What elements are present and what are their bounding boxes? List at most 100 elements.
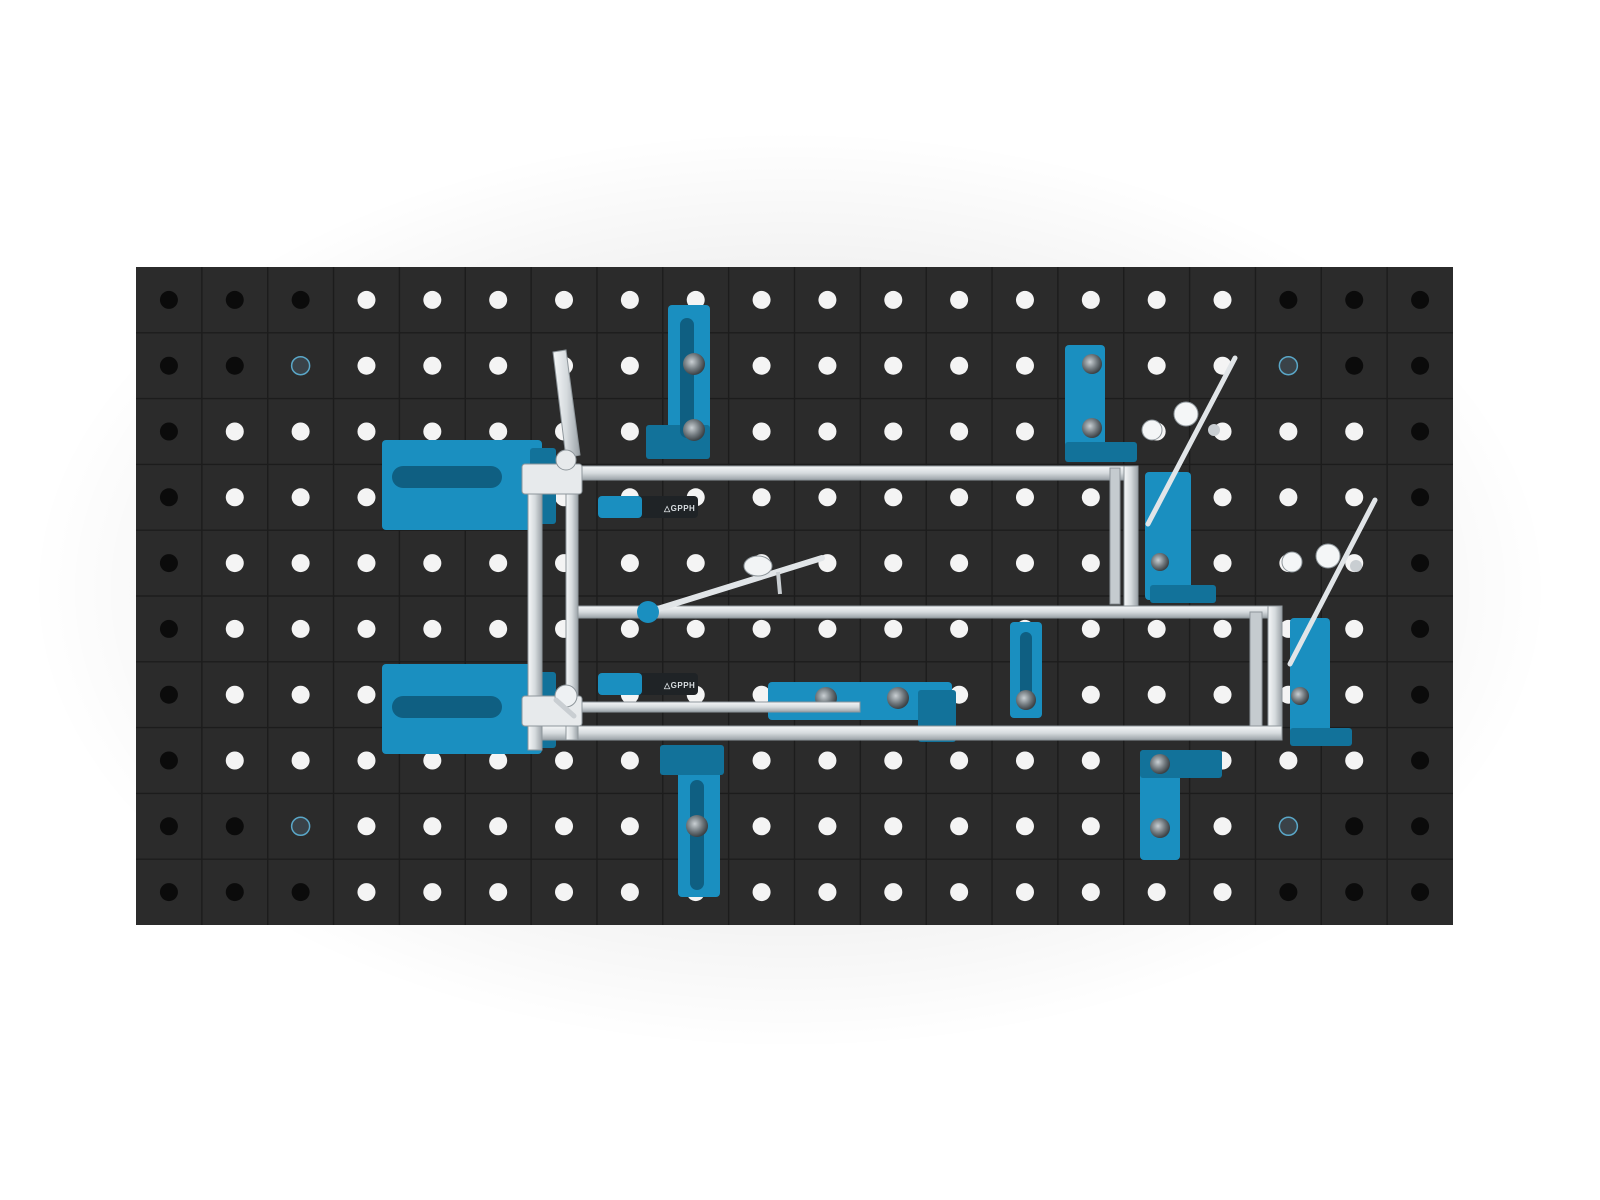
toggle-clamp-handle — [552, 349, 581, 471]
table-hole — [1345, 488, 1364, 507]
table-hole — [555, 290, 574, 309]
table-hole — [423, 422, 442, 441]
table-hole — [752, 817, 771, 836]
table-hole — [357, 356, 376, 375]
table-hole — [489, 356, 508, 375]
table-hole — [884, 751, 903, 770]
clamp-brand-label: △GPPH — [663, 504, 695, 513]
table-hole — [1081, 554, 1100, 573]
table-hole — [1147, 290, 1166, 309]
screw-clamp-icon — [1281, 497, 1378, 667]
table-hole — [1015, 290, 1034, 309]
table-hole — [752, 290, 771, 309]
table-logo-icon — [1278, 816, 1299, 837]
table-hole-dark — [1411, 422, 1430, 441]
table-hole — [1081, 817, 1100, 836]
table-grid — [136, 267, 1453, 925]
table-hole — [225, 554, 244, 573]
table-hole — [357, 554, 376, 573]
table-logo-icon — [290, 355, 311, 376]
toggle-clamp-icon: △GPPH — [598, 673, 698, 695]
table-hole — [489, 883, 508, 902]
table-hole — [884, 290, 903, 309]
table-hole — [1081, 619, 1100, 638]
table-hole — [489, 619, 508, 638]
angle-stop-icon — [660, 745, 724, 897]
table-hole — [884, 488, 903, 507]
roller-icon — [1082, 354, 1102, 374]
table-hole — [423, 356, 442, 375]
table-hole — [620, 290, 639, 309]
table-hole — [818, 883, 837, 902]
table-hole — [950, 488, 969, 507]
screw-clamp-icon — [637, 555, 825, 623]
table-hole — [291, 619, 310, 638]
clamp-brand-label: △GPPH — [663, 681, 695, 690]
toggle-clamp-icon: △GPPH — [598, 496, 698, 518]
table-hole-dark — [159, 619, 178, 638]
table-hole — [1147, 883, 1166, 902]
roller-icon — [683, 353, 705, 375]
table-hole — [489, 817, 508, 836]
table-hole — [357, 619, 376, 638]
table-hole — [752, 685, 771, 704]
table-hole-dark — [159, 356, 178, 375]
table-hole — [1081, 685, 1100, 704]
table-hole — [884, 619, 903, 638]
table-hole — [950, 290, 969, 309]
table-hole — [950, 356, 969, 375]
table-hole — [1345, 619, 1364, 638]
table-hole — [225, 422, 244, 441]
table-hole-dark — [225, 883, 244, 902]
table-hole — [357, 685, 376, 704]
table-hole — [620, 554, 639, 573]
table-hole — [1213, 685, 1232, 704]
table-hole-dark — [159, 554, 178, 573]
table-hole-dark — [225, 290, 244, 309]
table-hole — [1279, 751, 1298, 770]
table-hole — [555, 817, 574, 836]
table-hole — [423, 554, 442, 573]
table-hole — [489, 290, 508, 309]
toggle-clamp-handle — [553, 684, 578, 719]
table-hole — [1147, 619, 1166, 638]
table-hole-dark — [225, 356, 244, 375]
roller-icon — [887, 687, 909, 709]
table-hole — [950, 883, 969, 902]
table-hole-dark — [1411, 356, 1430, 375]
table-hole — [1345, 422, 1364, 441]
table-hole — [884, 554, 903, 573]
table-hole — [423, 619, 442, 638]
table-hole-dark — [159, 817, 178, 836]
table-hole — [291, 751, 310, 770]
table-hole — [752, 488, 771, 507]
screw-clamp-icon — [1141, 355, 1238, 527]
table-hole — [357, 817, 376, 836]
table-hole — [1213, 290, 1232, 309]
table-hole — [686, 554, 705, 573]
table-hole — [357, 883, 376, 902]
table-hole — [752, 422, 771, 441]
table-hole — [291, 422, 310, 441]
table-hole — [423, 290, 442, 309]
table-hole — [1213, 554, 1232, 573]
angle-stop-icon — [1140, 750, 1222, 860]
table-hole — [818, 290, 837, 309]
table-hole — [1213, 619, 1232, 638]
table-hole — [1015, 817, 1034, 836]
table-hole — [1279, 422, 1298, 441]
table-hole-dark — [291, 290, 310, 309]
table-hole-dark — [159, 290, 178, 309]
table-hole — [752, 356, 771, 375]
table-hole — [423, 751, 442, 770]
table-hole — [1081, 488, 1100, 507]
table-hole — [489, 751, 508, 770]
table-hole — [1015, 356, 1034, 375]
table-hole — [752, 619, 771, 638]
table-hole — [950, 619, 969, 638]
table-hole — [489, 554, 508, 573]
table-hole — [620, 422, 639, 441]
roller-icon — [1150, 754, 1170, 774]
table-hole — [884, 422, 903, 441]
